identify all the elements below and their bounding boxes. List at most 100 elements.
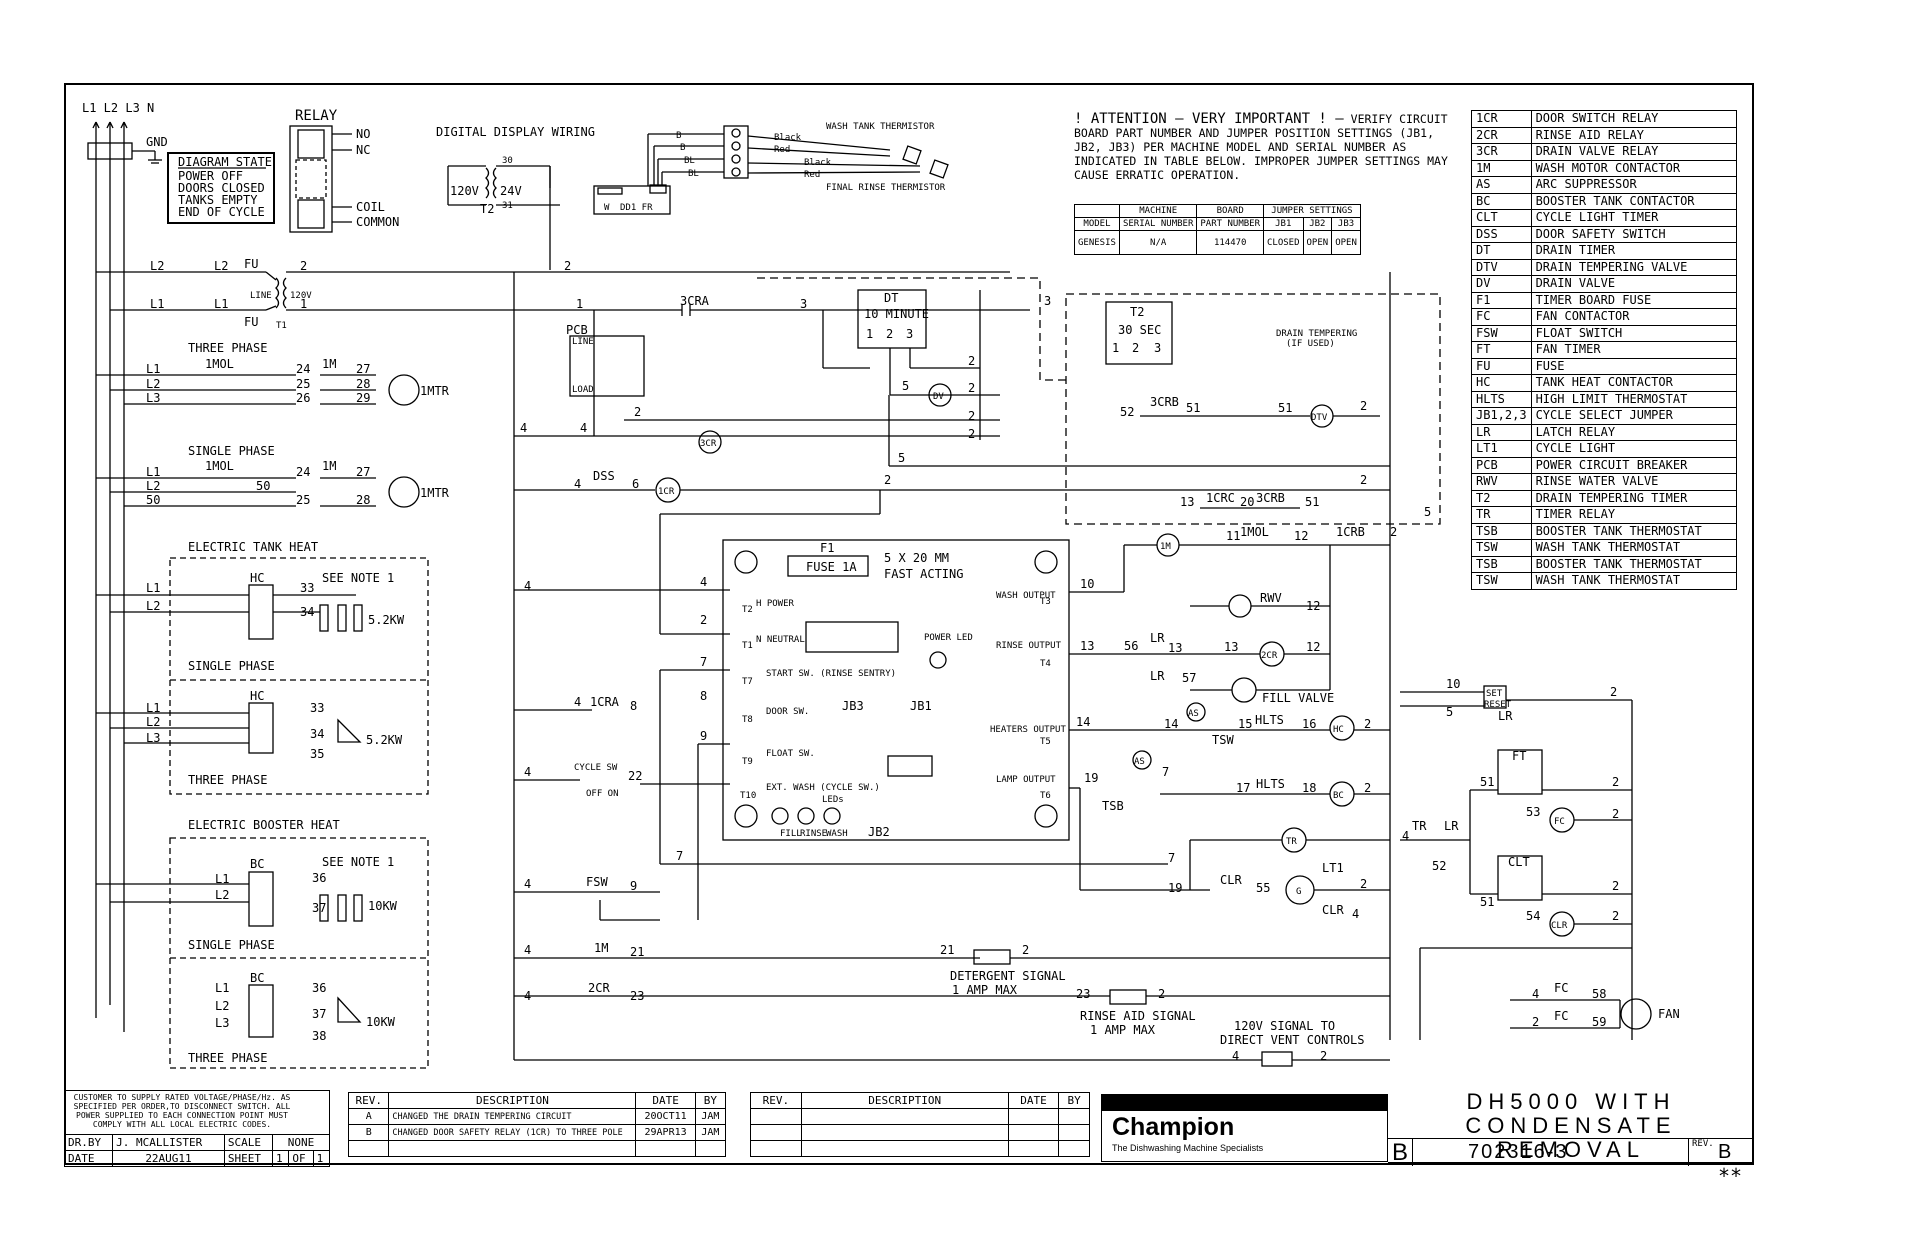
svg-text:2: 2	[1360, 399, 1367, 413]
svg-text:24V: 24V	[500, 184, 522, 198]
svg-text:21: 21	[940, 943, 954, 957]
jt-col: JB2	[1302, 217, 1333, 231]
svg-text:DTV: DTV	[1311, 413, 1328, 423]
drawn-by-table: DR.BY J. MCALLISTER SCALE NONE DATE 22AU…	[63, 1134, 331, 1167]
svg-text:36: 36	[312, 871, 326, 885]
svg-text:2: 2	[1158, 987, 1165, 1001]
svg-text:LOAD: LOAD	[572, 385, 594, 395]
supply-note: CUSTOMER TO SUPPLY RATED VOLTAGE/PHASE/H…	[73, 1093, 291, 1129]
svg-text:37: 37	[312, 1007, 326, 1021]
svg-text:35: 35	[310, 747, 324, 761]
svg-text:2: 2	[1320, 1049, 1327, 1063]
jumper-settings-table: MACHINE BOARD JUMPER SETTINGS MODEL SERI…	[1074, 204, 1361, 255]
svg-text:LR: LR	[1150, 669, 1165, 683]
svg-text:DIRECT VENT CONTROLS: DIRECT VENT CONTROLS	[1220, 1033, 1365, 1047]
legend-code: 3CR	[1471, 143, 1532, 161]
svg-text:4: 4	[580, 421, 587, 435]
svg-text:3CR: 3CR	[700, 439, 717, 449]
svg-text:SEE NOTE 1: SEE NOTE 1	[322, 571, 394, 585]
svg-text:2: 2	[1612, 909, 1619, 923]
svg-text:L2: L2	[146, 599, 160, 613]
supply-lines: L1 L2 L3 N GND	[82, 101, 168, 1032]
svg-text:4: 4	[1532, 987, 1539, 1001]
svg-text:N NEUTRAL: N NEUTRAL	[756, 635, 805, 645]
revision-cell	[347, 1140, 390, 1157]
svg-text:RINSE AID SIGNAL: RINSE AID SIGNAL	[1080, 1009, 1196, 1023]
legend-code: 2CR	[1471, 126, 1532, 144]
legend-code: BC	[1471, 192, 1532, 210]
svg-text:4: 4	[574, 695, 581, 709]
svg-text:27: 27	[356, 362, 370, 376]
scale-label: SCALE	[223, 1134, 273, 1151]
svg-text:27: 27	[356, 465, 370, 479]
legend-code: T2	[1471, 489, 1532, 507]
svg-text:T10: T10	[740, 791, 756, 801]
svg-text:BC: BC	[1333, 791, 1344, 801]
legend-description: BOOSTER TANK CONTACTOR	[1530, 192, 1737, 210]
svg-text:5: 5	[1446, 705, 1453, 719]
legend-code: DV	[1471, 275, 1532, 293]
svg-text:2: 2	[300, 259, 307, 273]
legend-description: FLOAT SWITCH	[1530, 324, 1737, 342]
stars-mark: **	[1718, 1164, 1743, 1188]
svg-text:2: 2	[1364, 781, 1371, 795]
svg-text:7: 7	[676, 849, 683, 863]
legend-code: F1	[1471, 291, 1532, 309]
svg-text:LT1: LT1	[1322, 861, 1344, 875]
svg-text:T7: T7	[742, 677, 753, 687]
svg-text:13: 13	[1224, 640, 1238, 654]
jt-col: JB3	[1331, 217, 1361, 231]
sheet-label: SHEET	[223, 1150, 273, 1167]
svg-text:38: 38	[312, 1029, 326, 1043]
svg-text:2: 2	[700, 613, 707, 627]
legend-description: POWER CIRCUIT BREAKER	[1530, 456, 1737, 474]
revision-cell	[1058, 1140, 1090, 1157]
svg-text:L2: L2	[146, 377, 160, 391]
svg-text:21: 21	[630, 945, 644, 959]
svg-text:FAST ACTING: FAST ACTING	[884, 567, 963, 581]
svg-text:L1: L1	[215, 981, 229, 995]
svg-text:OFF ON: OFF ON	[586, 789, 619, 799]
legend-code: TSW	[1471, 539, 1532, 557]
svg-text:HLTS: HLTS	[1255, 713, 1284, 727]
svg-text:2: 2	[1360, 877, 1367, 891]
legend-description: DRAIN TEMPERING VALVE	[1530, 258, 1737, 276]
rev-header: REV.	[750, 1092, 802, 1109]
legend-description: TIMER BOARD FUSE	[1530, 291, 1737, 309]
svg-text:L1: L1	[146, 701, 160, 715]
legend-description: CYCLE LIGHT	[1530, 440, 1737, 458]
svg-text:FSW: FSW	[586, 875, 608, 889]
svg-text:1MTR: 1MTR	[420, 486, 450, 500]
svg-text:1CRC: 1CRC	[1206, 491, 1235, 505]
svg-text:58: 58	[1592, 987, 1606, 1001]
revision-cell	[694, 1140, 727, 1157]
attention-body: VERIFY CIRCUIT BOARD PART NUMBER AND JUM…	[1074, 112, 1448, 182]
rev-header: BY	[694, 1092, 727, 1109]
revision-row	[750, 1140, 1090, 1157]
svg-text:DETERGENT SIGNAL: DETERGENT SIGNAL	[950, 969, 1066, 983]
svg-text:10 MINUTE: 10 MINUTE	[864, 307, 929, 321]
svg-text:HC: HC	[250, 689, 264, 703]
svg-text:AS: AS	[1188, 709, 1199, 719]
svg-text:BC: BC	[250, 857, 264, 871]
revision-cell	[800, 1140, 1009, 1157]
legend-code: 1M	[1471, 159, 1532, 177]
champion-logo-block: Champion The Dishwashing Machine Special…	[1101, 1094, 1388, 1162]
svg-text:28: 28	[356, 493, 370, 507]
svg-text:TR: TR	[1412, 819, 1427, 833]
svg-text:30: 30	[502, 156, 513, 166]
jt-col: PART NUMBER	[1196, 217, 1264, 231]
rev-header: BY	[1058, 1092, 1090, 1109]
svg-text:3CRB: 3CRB	[1256, 491, 1285, 505]
svg-text:L1: L1	[146, 362, 160, 376]
drawing-title-block: DH5000 WITH CONDENSATE REMOVAL B 702316-…	[1388, 1090, 1754, 1166]
svg-text:1 AMP MAX: 1 AMP MAX	[1090, 1023, 1156, 1037]
legend-code: PCB	[1471, 456, 1532, 474]
svg-text:1: 1	[576, 297, 583, 311]
svg-text:50: 50	[256, 479, 270, 493]
